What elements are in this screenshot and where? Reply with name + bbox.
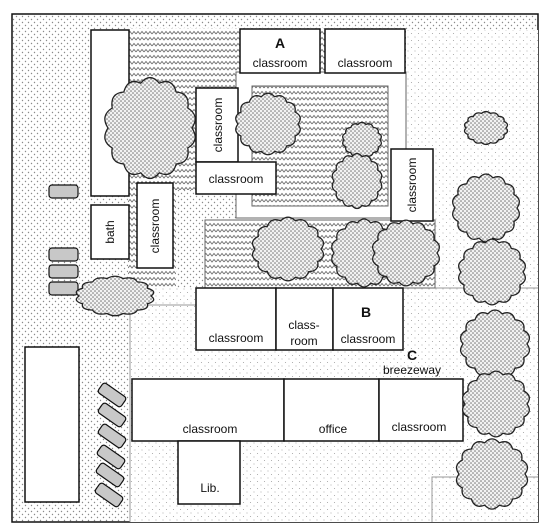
bench	[95, 462, 125, 488]
building-west-lower	[24, 346, 80, 503]
bench	[48, 264, 79, 279]
bench	[94, 482, 124, 508]
bench	[97, 382, 127, 408]
tree-canopy	[104, 76, 196, 180]
marker-a: A	[275, 35, 285, 51]
label-classroom-a2: classroom	[338, 56, 393, 70]
classroom-b2	[275, 287, 334, 351]
tree-canopy	[331, 152, 383, 210]
tree-canopy	[458, 238, 526, 306]
classroom-lower-left	[195, 287, 277, 351]
label-breezeway: breezeway	[383, 363, 441, 377]
bench	[48, 247, 79, 262]
classroom-a2	[324, 28, 406, 74]
marker-b: B	[361, 304, 371, 320]
label-classroom-bottom-long: classroom	[183, 422, 238, 436]
marker-c: C	[407, 347, 417, 363]
tree-canopy	[455, 438, 529, 510]
label-classroom-a1: classroom	[253, 56, 308, 70]
bench	[96, 444, 126, 470]
label-office: office	[319, 422, 348, 436]
label-classroom-b2-line2: room	[290, 334, 317, 348]
benches-west	[48, 184, 79, 296]
label-classroom-b1: classroom	[341, 332, 396, 346]
tree-canopy	[459, 309, 531, 379]
tree-canopy	[452, 173, 520, 243]
label-bath: bath	[103, 220, 117, 243]
library	[177, 440, 241, 505]
tree-canopy	[342, 121, 382, 159]
label-classroom-left-vertical: classroom	[211, 98, 225, 153]
tree-canopy	[462, 370, 530, 438]
tree-canopy	[235, 92, 301, 156]
classroom-vertical-left2	[136, 182, 174, 269]
classroom-left-vertical	[195, 87, 239, 163]
classroom-a1	[239, 28, 321, 74]
tree-canopy	[372, 219, 440, 287]
bench	[48, 184, 79, 199]
classroom-right-vertical	[390, 148, 434, 222]
bench	[97, 423, 127, 449]
benches-angled	[94, 382, 127, 508]
bench	[48, 281, 79, 296]
bench	[97, 402, 127, 428]
label-classroom-vertical-left2: classroom	[148, 199, 162, 254]
label-classroom-b2-line1: class-	[288, 318, 319, 332]
classroom-mid	[195, 161, 277, 195]
office	[283, 378, 380, 442]
tree-canopy	[75, 275, 155, 317]
label-classroom-lower-left: classroom	[209, 331, 264, 345]
classroom-bottom-right	[378, 378, 464, 442]
building-bath	[90, 204, 130, 260]
label-classroom-right-vertical: classroom	[405, 158, 419, 213]
label-classroom-bottom-right: classroom	[392, 420, 447, 434]
label-classroom-mid: classroom	[209, 172, 264, 186]
tree-canopy	[251, 216, 325, 282]
classroom-b1	[332, 287, 404, 351]
label-library: Lib.	[200, 481, 219, 495]
tree-canopy	[463, 110, 509, 146]
